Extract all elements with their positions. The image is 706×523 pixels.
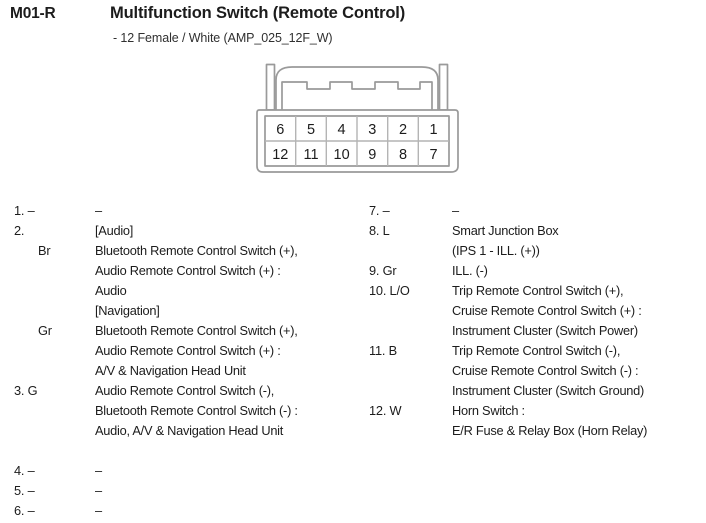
- pin-number: 4. –: [14, 463, 35, 478]
- pin-number-9: 9: [368, 147, 376, 163]
- pin-row: Audio: [14, 283, 366, 303]
- pin-row: 4. – –: [14, 463, 366, 483]
- pin-number-7: 7: [430, 147, 438, 163]
- pin-number: 3. G: [14, 383, 38, 398]
- pin-description: Trip Remote Control Switch (-),: [452, 343, 621, 358]
- pin-description: Instrument Cluster (Switch Ground): [452, 383, 645, 398]
- pin-number-3: 3: [368, 122, 376, 138]
- pin-grid-lines: [265, 116, 449, 166]
- pin-description: Cruise Remote Control Switch (+) :: [452, 303, 642, 318]
- pin-number-11: 11: [303, 147, 318, 163]
- page-header: M01-R Multifunction Switch (Remote Contr…: [0, 0, 706, 56]
- pin-number-labels: 6 5 4 3 2 1 12 11 10 9 8 7: [272, 122, 437, 163]
- pin-row: A/V & Navigation Head Unit: [14, 363, 366, 383]
- wire-color-code: Gr: [38, 323, 52, 338]
- pin-list-right: 7. – – 8. L Smart Junction Box (IPS 1 - ILL.…: [369, 203, 706, 443]
- pin-row: [Navigation]: [14, 303, 366, 323]
- pin-row: [14, 443, 366, 463]
- pin-description: Audio, A/V & Navigation Head Unit: [95, 423, 284, 438]
- pin-row: 11. B Trip Remote Control Switch (-),: [369, 343, 706, 363]
- pin-description: Audio Remote Control Switch (-),: [95, 383, 275, 398]
- pin-number: 5. –: [14, 483, 35, 498]
- pin-description: Bluetooth Remote Control Switch (+),: [95, 243, 298, 258]
- pin-row: Audio, A/V & Navigation Head Unit: [14, 423, 366, 443]
- pin-description: –: [95, 463, 102, 478]
- pin-number: 10. L/O: [369, 283, 410, 298]
- pin-number-10: 10: [334, 147, 350, 163]
- pin-description: Instrument Cluster (Switch Power): [452, 323, 638, 338]
- pin-number: 7. –: [369, 203, 390, 218]
- pin-description: Audio Remote Control Switch (+) :: [95, 343, 281, 358]
- pin-number-4: 4: [338, 122, 346, 138]
- pin-row: 5. – –: [14, 483, 366, 503]
- pin-row: Cruise Remote Control Switch (-) :: [369, 363, 706, 383]
- pin-description: Bluetooth Remote Control Switch (-) :: [95, 403, 298, 418]
- pin-row: 2. [Audio]: [14, 223, 366, 243]
- pin-row: 8. L Smart Junction Box: [369, 223, 706, 243]
- pin-description: [Audio]: [95, 223, 134, 238]
- latch-tab-right: [438, 63, 449, 111]
- pin-description: Smart Junction Box: [452, 223, 559, 238]
- pin-number: 2.: [14, 223, 25, 238]
- pin-row: Cruise Remote Control Switch (+) :: [369, 303, 706, 323]
- pin-description: [Navigation]: [95, 303, 160, 318]
- connector-diagram: 6 5 4 3 2 1 12 11 10 9 8 7: [252, 58, 462, 183]
- pin-description: A/V & Navigation Head Unit: [95, 363, 246, 378]
- pin-description: Audio: [95, 283, 127, 298]
- pin-description: –: [95, 503, 102, 518]
- wire-color-code: Br: [38, 243, 51, 258]
- pin-description: –: [95, 483, 102, 498]
- connector-hood-notches: [281, 81, 433, 110]
- pin-number-2: 2: [399, 122, 407, 138]
- pin-row: Bluetooth Remote Control Switch (-) :: [14, 403, 366, 423]
- pin-row: 1. – –: [14, 203, 366, 223]
- pin-row: 10. L/O Trip Remote Control Switch (+),: [369, 283, 706, 303]
- pin-number: 8. L: [369, 223, 390, 238]
- pin-row: (IPS 1 - ILL. (+)): [369, 243, 706, 263]
- pin-description: ILL. (-): [452, 263, 488, 278]
- pin-row: Audio Remote Control Switch (+) :: [14, 263, 366, 283]
- pin-row: 12. W Horn Switch :: [369, 403, 706, 423]
- connector-subtitle: - 12 Female / White (AMP_025_12F_W): [113, 31, 333, 45]
- connector-code: M01-R: [10, 5, 56, 22]
- pin-number-8: 8: [399, 147, 407, 163]
- pin-number: 9. Gr: [369, 263, 397, 278]
- pin-number: 1. –: [14, 203, 35, 218]
- pin-number-5: 5: [307, 122, 315, 138]
- pin-description: –: [452, 203, 459, 218]
- pin-row: Gr Bluetooth Remote Control Switch (+),: [14, 323, 366, 343]
- page-title: Multifunction Switch (Remote Control): [110, 4, 406, 22]
- pin-number: 11. B: [369, 343, 397, 358]
- pin-row: 6. – –: [14, 503, 366, 523]
- pin-row: 3. G Audio Remote Control Switch (-),: [14, 383, 366, 403]
- pin-number-1: 1: [430, 122, 438, 138]
- pin-description: (IPS 1 - ILL. (+)): [452, 243, 540, 258]
- pin-description: Trip Remote Control Switch (+),: [452, 283, 624, 298]
- pin-number: 6. –: [14, 503, 35, 518]
- pin-row: Br Bluetooth Remote Control Switch (+),: [14, 243, 366, 263]
- pin-description: E/R Fuse & Relay Box (Horn Relay): [452, 423, 648, 438]
- connector-illustration: 6 5 4 3 2 1 12 11 10 9 8 7: [256, 63, 459, 173]
- pin-row: E/R Fuse & Relay Box (Horn Relay): [369, 423, 706, 443]
- pin-row: 9. Gr ILL. (-): [369, 263, 706, 283]
- pin-row: Instrument Cluster (Switch Ground): [369, 383, 706, 403]
- pin-row: Audio Remote Control Switch (+) :: [14, 343, 366, 363]
- latch-tab-left: [265, 63, 276, 111]
- pin-row: 7. – –: [369, 203, 706, 223]
- pin-number-12: 12: [272, 147, 288, 163]
- pin-description: Audio Remote Control Switch (+) :: [95, 263, 281, 278]
- pin-number-6: 6: [276, 122, 284, 138]
- pin-description: –: [95, 203, 102, 218]
- pin-description: Bluetooth Remote Control Switch (+),: [95, 323, 298, 338]
- pin-row: Instrument Cluster (Switch Power): [369, 323, 706, 343]
- pin-description: Horn Switch :: [452, 403, 525, 418]
- pin-number: 12. W: [369, 403, 402, 418]
- pin-description: Cruise Remote Control Switch (-) :: [452, 363, 639, 378]
